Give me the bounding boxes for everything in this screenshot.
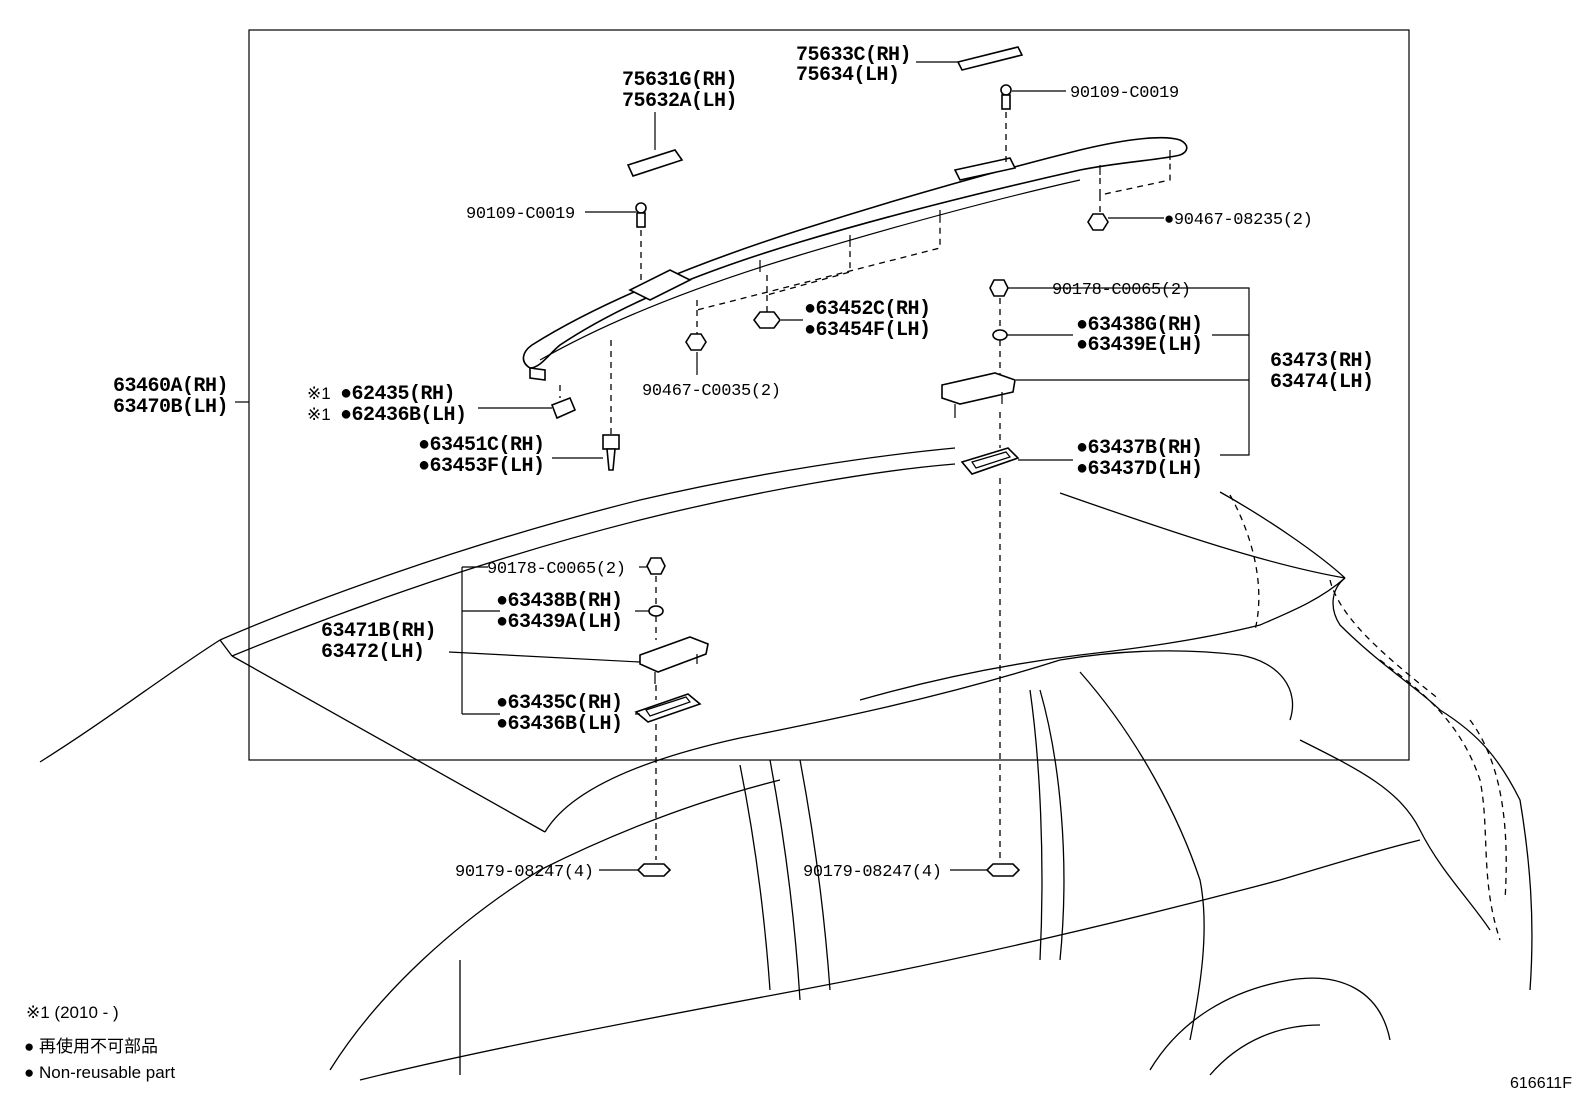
label-63460a-rh: 63460A(RH) — [113, 375, 228, 398]
rail-cover-slot-front — [628, 269, 692, 301]
non-reusable-note-jp: ● 再使用不可部品 — [24, 1036, 158, 1056]
label-90179-08247-right: 90179-08247(4) — [803, 863, 942, 882]
clip-front — [602, 434, 620, 471]
rail-cover-slot-rear — [953, 157, 1017, 181]
label-cap-lh-mark: ※1 — [307, 405, 331, 424]
label-63473-rh: 63473(RH) — [1270, 350, 1374, 373]
screw-right — [989, 279, 1009, 297]
label-63437d-lh: ●63437D(LH) — [1076, 458, 1203, 481]
vehicle-body-outline — [39, 447, 1533, 1081]
label-75632a-lh: 75632A(LH) — [622, 90, 737, 113]
bracket-right — [941, 372, 1016, 418]
label-63452c-rh: ●63452C(RH) — [804, 298, 931, 321]
label-63436b-lh: ●63436B(LH) — [496, 713, 623, 736]
label-63471b-rh: 63471B(RH) — [321, 620, 436, 643]
pad-left — [634, 693, 702, 723]
label-63472-lh: 63472(LH) — [321, 641, 425, 664]
label-cap-rh-mark: ※1 — [307, 384, 331, 403]
label-90109-c0019-left: 90109-C0019 — [466, 205, 575, 224]
washer-right — [992, 329, 1008, 341]
label-63437b-rh: ●63437B(RH) — [1076, 437, 1203, 460]
nut-right — [1087, 213, 1109, 231]
washer-left — [648, 605, 664, 617]
label-75631g-rh: 75631G(RH) — [622, 69, 737, 92]
label-63438b-rh: ●63438B(RH) — [496, 590, 623, 613]
non-reusable-note-en: ● Non-reusable part — [24, 1063, 175, 1082]
year-note: ※1 (2010 - ) — [26, 1003, 119, 1022]
fitting-lines — [559, 112, 1171, 860]
detail-frame — [248, 29, 1410, 761]
leader-lines — [235, 61, 1250, 871]
end-cap — [550, 396, 577, 420]
label-90109-c0019-right: 90109-C0019 — [1070, 84, 1179, 103]
screw-left — [646, 557, 666, 575]
label-90467-c0035: 90467-C0035(2) — [642, 382, 781, 401]
clip-mid — [753, 311, 781, 329]
label-90178-c0065-right: 90178-C0065(2) — [1052, 281, 1191, 300]
label-62435-rh: ●62435(RH) — [340, 383, 455, 406]
pad-right — [960, 447, 1020, 475]
bracket-left — [639, 636, 709, 684]
bolt-top-left — [635, 202, 647, 228]
label-63439e-lh: ●63439E(LH) — [1076, 334, 1203, 357]
label-63439a-lh: ●63439A(LH) — [496, 611, 623, 634]
label-63474-lh: 63474(LH) — [1270, 371, 1374, 394]
label-63451c-rh: ●63451C(RH) — [418, 434, 545, 457]
label-62436b-lh: ●62436B(LH) — [340, 404, 467, 427]
label-90179-08247-left: 90179-08247(4) — [455, 863, 594, 882]
legend: ※1 (2010 - ) ● 再使用不可部品 ● Non-reusable pa… — [24, 1003, 1572, 1092]
label-63470b-lh: 63470B(LH) — [113, 396, 228, 419]
nut-bottom-right — [985, 863, 1021, 877]
label-63438g-rh: ●63438G(RH) — [1076, 314, 1203, 337]
label-63453f-lh: ●63453F(LH) — [418, 455, 545, 478]
roof-rail — [522, 136, 1188, 381]
label-75634-lh: 75634(LH) — [796, 64, 900, 87]
rail-cover-rear — [956, 46, 1024, 71]
label-75633c-rh: 75633C(RH) — [796, 44, 911, 67]
diagram-code: 616611F — [1510, 1075, 1572, 1092]
label-90178-c0065-left: 90178-C0065(2) — [487, 560, 626, 579]
nut-bottom-left — [636, 863, 672, 877]
label-63454f-lh: ●63454F(LH) — [804, 319, 931, 342]
bolt-top-right — [1000, 84, 1012, 110]
label-63435c-rh: ●63435C(RH) — [496, 692, 623, 715]
label-90467-08235: ●90467-08235(2) — [1164, 211, 1313, 230]
nut-mid — [685, 333, 707, 351]
part-labels: 75633C(RH) 75634(LH) 75631G(RH) 75632A(L… — [113, 44, 1374, 882]
rail-cover-front — [626, 149, 684, 177]
